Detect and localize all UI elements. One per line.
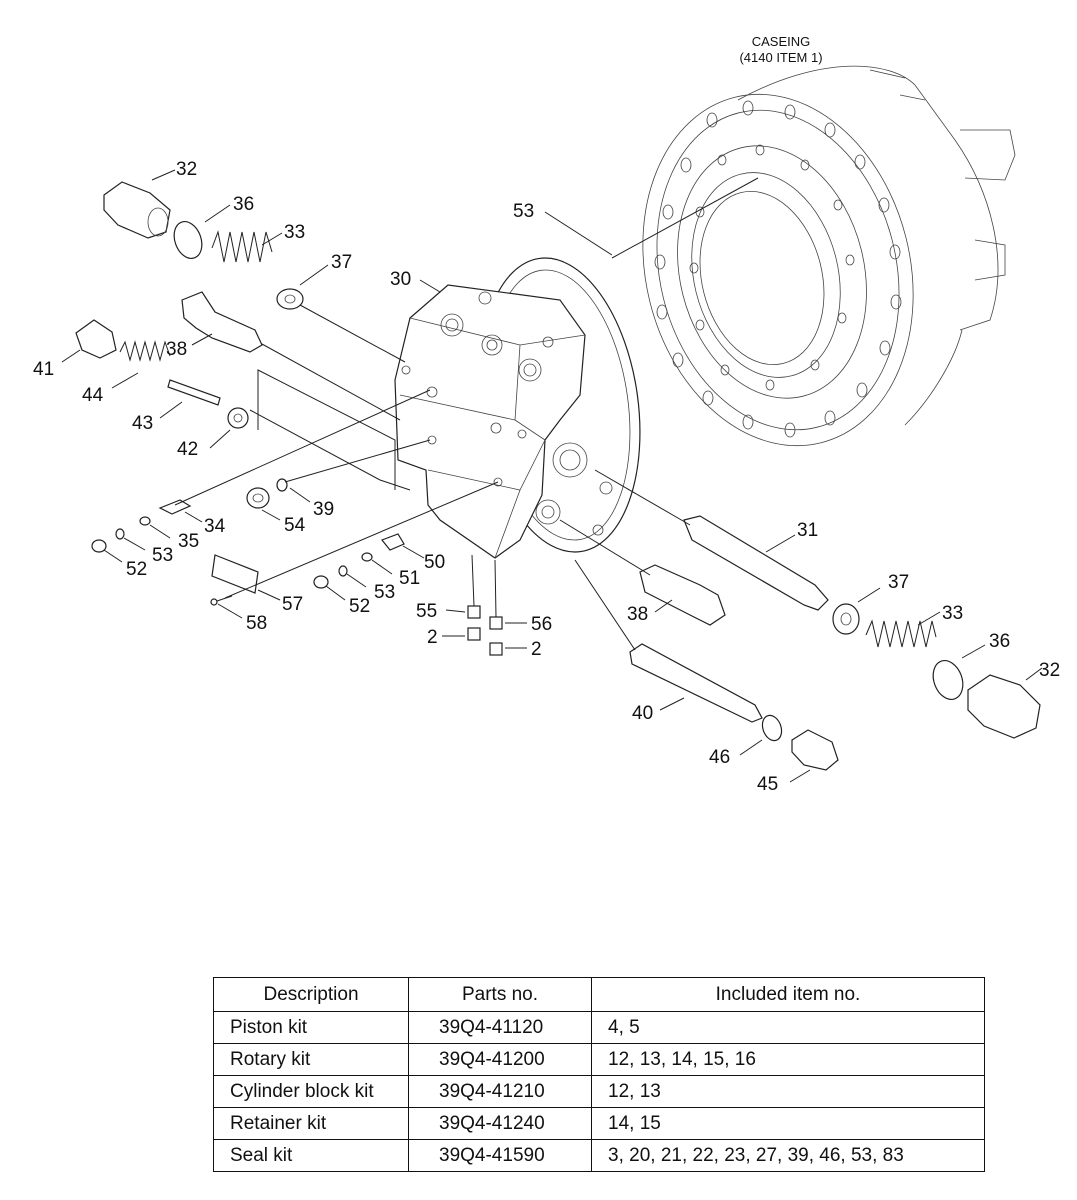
callout-31: 31 xyxy=(797,520,818,541)
cell-parts-no: 39Q4-41120 xyxy=(408,1011,592,1044)
leader-lines xyxy=(61,169,1043,783)
callout-32-lower: 32 xyxy=(1039,660,1060,681)
cell-description: Rotary kit xyxy=(213,1043,409,1076)
callout-42: 42 xyxy=(177,439,198,460)
callout-30: 30 xyxy=(390,269,411,290)
callout-56: 56 xyxy=(531,614,552,635)
cell-description: Cylinder block kit xyxy=(213,1075,409,1108)
callout-50: 50 xyxy=(424,552,445,573)
casing-label-line1: CASEING xyxy=(752,34,811,49)
callout-52-mid: 52 xyxy=(349,596,370,617)
callout-54: 54 xyxy=(284,515,306,536)
callout-41: 41 xyxy=(33,359,54,380)
table-header-row: Description Parts no. Included item no. xyxy=(213,977,985,1012)
cell-included: 12, 13, 14, 15, 16 xyxy=(591,1043,985,1076)
header-included-items: Included item no. xyxy=(591,977,985,1012)
table-row: Seal kit 39Q4-41590 3, 20, 21, 22, 23, 2… xyxy=(213,1139,985,1172)
cell-description: Piston kit xyxy=(213,1011,409,1044)
callout-46: 46 xyxy=(709,747,730,768)
callout-36-lower: 36 xyxy=(989,631,1010,652)
callout-53-mid: 53 xyxy=(374,582,395,603)
kits-table: Description Parts no. Included item no. … xyxy=(213,977,985,1172)
callout-37-lower: 37 xyxy=(888,572,909,593)
cell-included: 4, 5 xyxy=(591,1011,985,1044)
callout-58: 58 xyxy=(246,613,267,634)
callout-35: 35 xyxy=(178,531,199,552)
casing-drawing xyxy=(642,65,1016,447)
callout-38-lower: 38 xyxy=(627,604,648,625)
callout-33-upper: 33 xyxy=(284,222,305,243)
callout-44: 44 xyxy=(82,385,104,406)
cell-parts-no: 39Q4-41200 xyxy=(408,1043,592,1076)
callout-2-left: 2 xyxy=(427,627,438,648)
callout-43: 43 xyxy=(132,413,153,434)
table-row: Rotary kit 39Q4-41200 12, 13, 14, 15, 16 xyxy=(213,1043,985,1076)
callout-45: 45 xyxy=(757,774,778,795)
cell-included: 14, 15 xyxy=(591,1107,985,1140)
callout-38-upper: 38 xyxy=(166,339,187,360)
cell-included: 12, 13 xyxy=(591,1075,985,1108)
callout-34: 34 xyxy=(204,516,226,537)
table-row: Piston kit 39Q4-41120 4, 5 xyxy=(213,1011,985,1044)
callout-32-upper: 32 xyxy=(176,159,197,180)
cell-parts-no: 39Q4-41210 xyxy=(408,1075,592,1108)
callout-2-right: 2 xyxy=(531,639,542,660)
callout-33-lower: 33 xyxy=(942,603,963,624)
cell-description: Retainer kit xyxy=(213,1107,409,1140)
cell-parts-no: 39Q4-41590 xyxy=(408,1139,592,1172)
callout-51: 51 xyxy=(399,568,420,589)
header-description: Description xyxy=(213,977,409,1012)
valve-body-drawing xyxy=(394,257,641,559)
callout-53-left: 53 xyxy=(152,545,173,566)
cell-included: 3, 20, 21, 22, 23, 27, 39, 46, 53, 83 xyxy=(591,1139,985,1172)
table-row: Retainer kit 39Q4-41240 14, 15 xyxy=(213,1107,985,1140)
casing-label-line2: (4140 ITEM 1) xyxy=(739,50,822,65)
parts-drawing xyxy=(75,181,1041,771)
callout-37-upper: 37 xyxy=(331,252,352,273)
callout-39: 39 xyxy=(313,499,334,520)
cell-parts-no: 39Q4-41240 xyxy=(408,1107,592,1140)
callout-52-left: 52 xyxy=(126,559,147,580)
callout-40: 40 xyxy=(632,703,653,724)
callout-57: 57 xyxy=(282,594,303,615)
exploded-parts-diagram: CASEING (4140 ITEM 1) 32 36 33 37 53 30 … xyxy=(33,34,1060,795)
callout-55: 55 xyxy=(416,601,437,622)
callout-53-upper: 53 xyxy=(513,201,534,222)
table-row: Cylinder block kit 39Q4-41210 12, 13 xyxy=(213,1075,985,1108)
cell-description: Seal kit xyxy=(213,1139,409,1172)
callout-labels: 32 36 33 37 53 30 38 41 44 43 42 39 54 3… xyxy=(33,159,1060,795)
header-parts-no: Parts no. xyxy=(408,977,592,1012)
callout-36-upper: 36 xyxy=(233,194,254,215)
